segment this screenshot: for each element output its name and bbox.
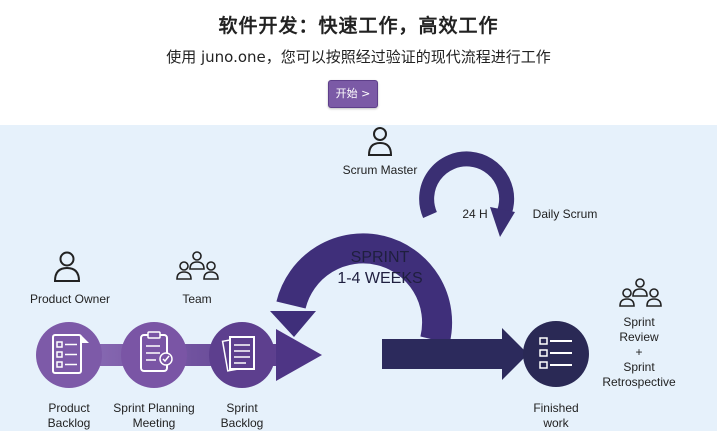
product-owner-label: Product Owner [29, 292, 111, 306]
finished-work-label-line1: Finished [533, 401, 579, 415]
start-button[interactable]: 开始 > [328, 80, 378, 108]
process-flow-connector [80, 329, 322, 381]
clipboard-icon [140, 331, 173, 372]
checklist-icon [52, 334, 89, 374]
sprint-label: SPRINT 1-4 WEEKS [320, 247, 440, 289]
page-subtitle: 使用 juno.one，您可以按照经过验证的现代流程进行工作 [166, 48, 551, 66]
sprint-backlog-label: Sprint Backlog [207, 401, 277, 431]
team-label: Team [182, 292, 212, 306]
product-owner-person-icon [53, 251, 81, 282]
daily-scrum-loop-arrow [419, 151, 515, 237]
sprint-planning-label-line2: Meeting [132, 416, 176, 430]
review-group-icon [619, 278, 662, 307]
documents-icon [221, 336, 255, 372]
hours-label: 24 H [462, 207, 488, 221]
sprint-label-line1: SPRINT [350, 249, 410, 266]
review-label-line2: Review [619, 330, 659, 344]
product-backlog-label-line1: Product [48, 401, 90, 415]
sprint-planning-label-line1: Sprint Planning [113, 401, 195, 415]
sprint-loop-arrow [270, 233, 528, 380]
sprint-label-line2: 1-4 WEEKS [337, 270, 423, 287]
sprint-backlog-label-line2: Backlog [220, 416, 264, 430]
scrum-diagram-graphic [36, 127, 662, 388]
scrum-master-person-icon [367, 127, 393, 156]
sprint-backlog-label-line1: Sprint [226, 401, 258, 415]
finished-work-label: Finished work [521, 401, 591, 431]
retrospective-label-line2: Retrospective [602, 375, 676, 389]
retrospective-label-line1: Sprint [623, 360, 655, 374]
sprint-planning-label: Sprint Planning Meeting [104, 401, 204, 431]
sprint-planning-circle [121, 322, 187, 388]
team-group-icon [176, 251, 219, 280]
scrum-master-label: Scrum Master [342, 163, 418, 177]
scrum-diagram: SPRINT 1-4 WEEKS Scrum Master 24 H Daily… [0, 125, 717, 431]
finished-list-icon [539, 337, 572, 369]
hero-section: 软件开发：快速工作，高效工作 使用 juno.one，您可以按照经过验证的现代流… [0, 0, 717, 125]
page-title: 软件开发：快速工作，高效工作 [218, 15, 499, 37]
review-label-plus: + [635, 345, 643, 359]
daily-scrum-label: Daily Scrum [532, 207, 598, 221]
review-label-line1: Sprint [623, 315, 655, 329]
finished-work-label-line2: work [543, 416, 569, 430]
product-backlog-label-line2: Backlog [47, 416, 91, 430]
review-retrospective-label: Sprint Review + Sprint Retrospective [594, 315, 684, 390]
product-backlog-label: Product Backlog [29, 401, 109, 431]
